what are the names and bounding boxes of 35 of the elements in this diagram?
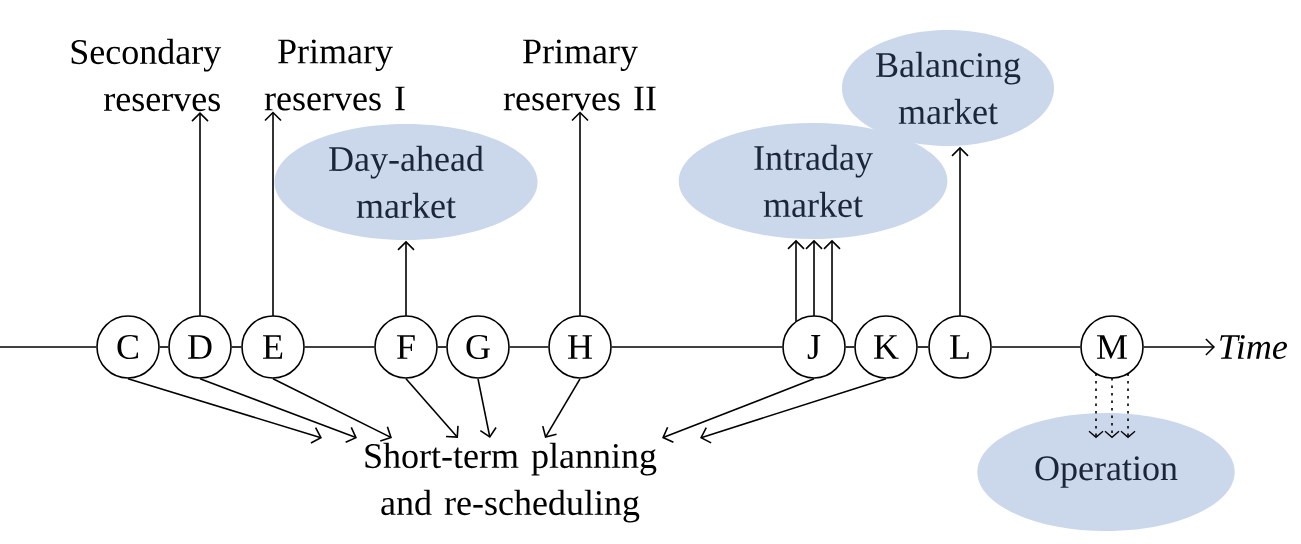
timeline-segment [159,346,169,348]
node-label: Secondary reserves [71,38,222,112]
timeline-segment [917,346,929,348]
node-label: Short-term planning and re-scheduling [365,442,657,523]
timeline-segment [0,346,97,348]
dotted-arrow [1120,372,1136,439]
axis-label: Time [1220,334,1287,360]
arrow [272,378,392,442]
node-label: Primary reserves I [264,39,405,111]
dotted-arrow [1104,377,1120,439]
arrow [264,111,282,317]
timeline-segment [509,346,549,348]
node-label: Primary reserves II [503,39,656,111]
timeline-segment [304,346,375,348]
arrow [787,239,805,323]
arrow [199,378,357,444]
timeline-segment [845,346,855,348]
timeline-segment [231,346,242,348]
timeline-segment [991,346,1081,348]
arrow [397,240,415,317]
arrow [662,378,815,443]
arrow [191,111,209,317]
timeline-segment [437,346,447,348]
arrow [823,239,841,323]
arrow [405,378,459,438]
arrow [541,378,581,438]
timeline-arrow [1143,338,1215,356]
arrow [805,239,823,317]
dotted-arrow [1088,372,1104,439]
arrow [951,146,969,317]
arrow [477,378,497,438]
arrow [571,111,589,317]
timeline-segment [611,346,783,348]
arrow [127,378,322,444]
arrow [700,378,887,444]
